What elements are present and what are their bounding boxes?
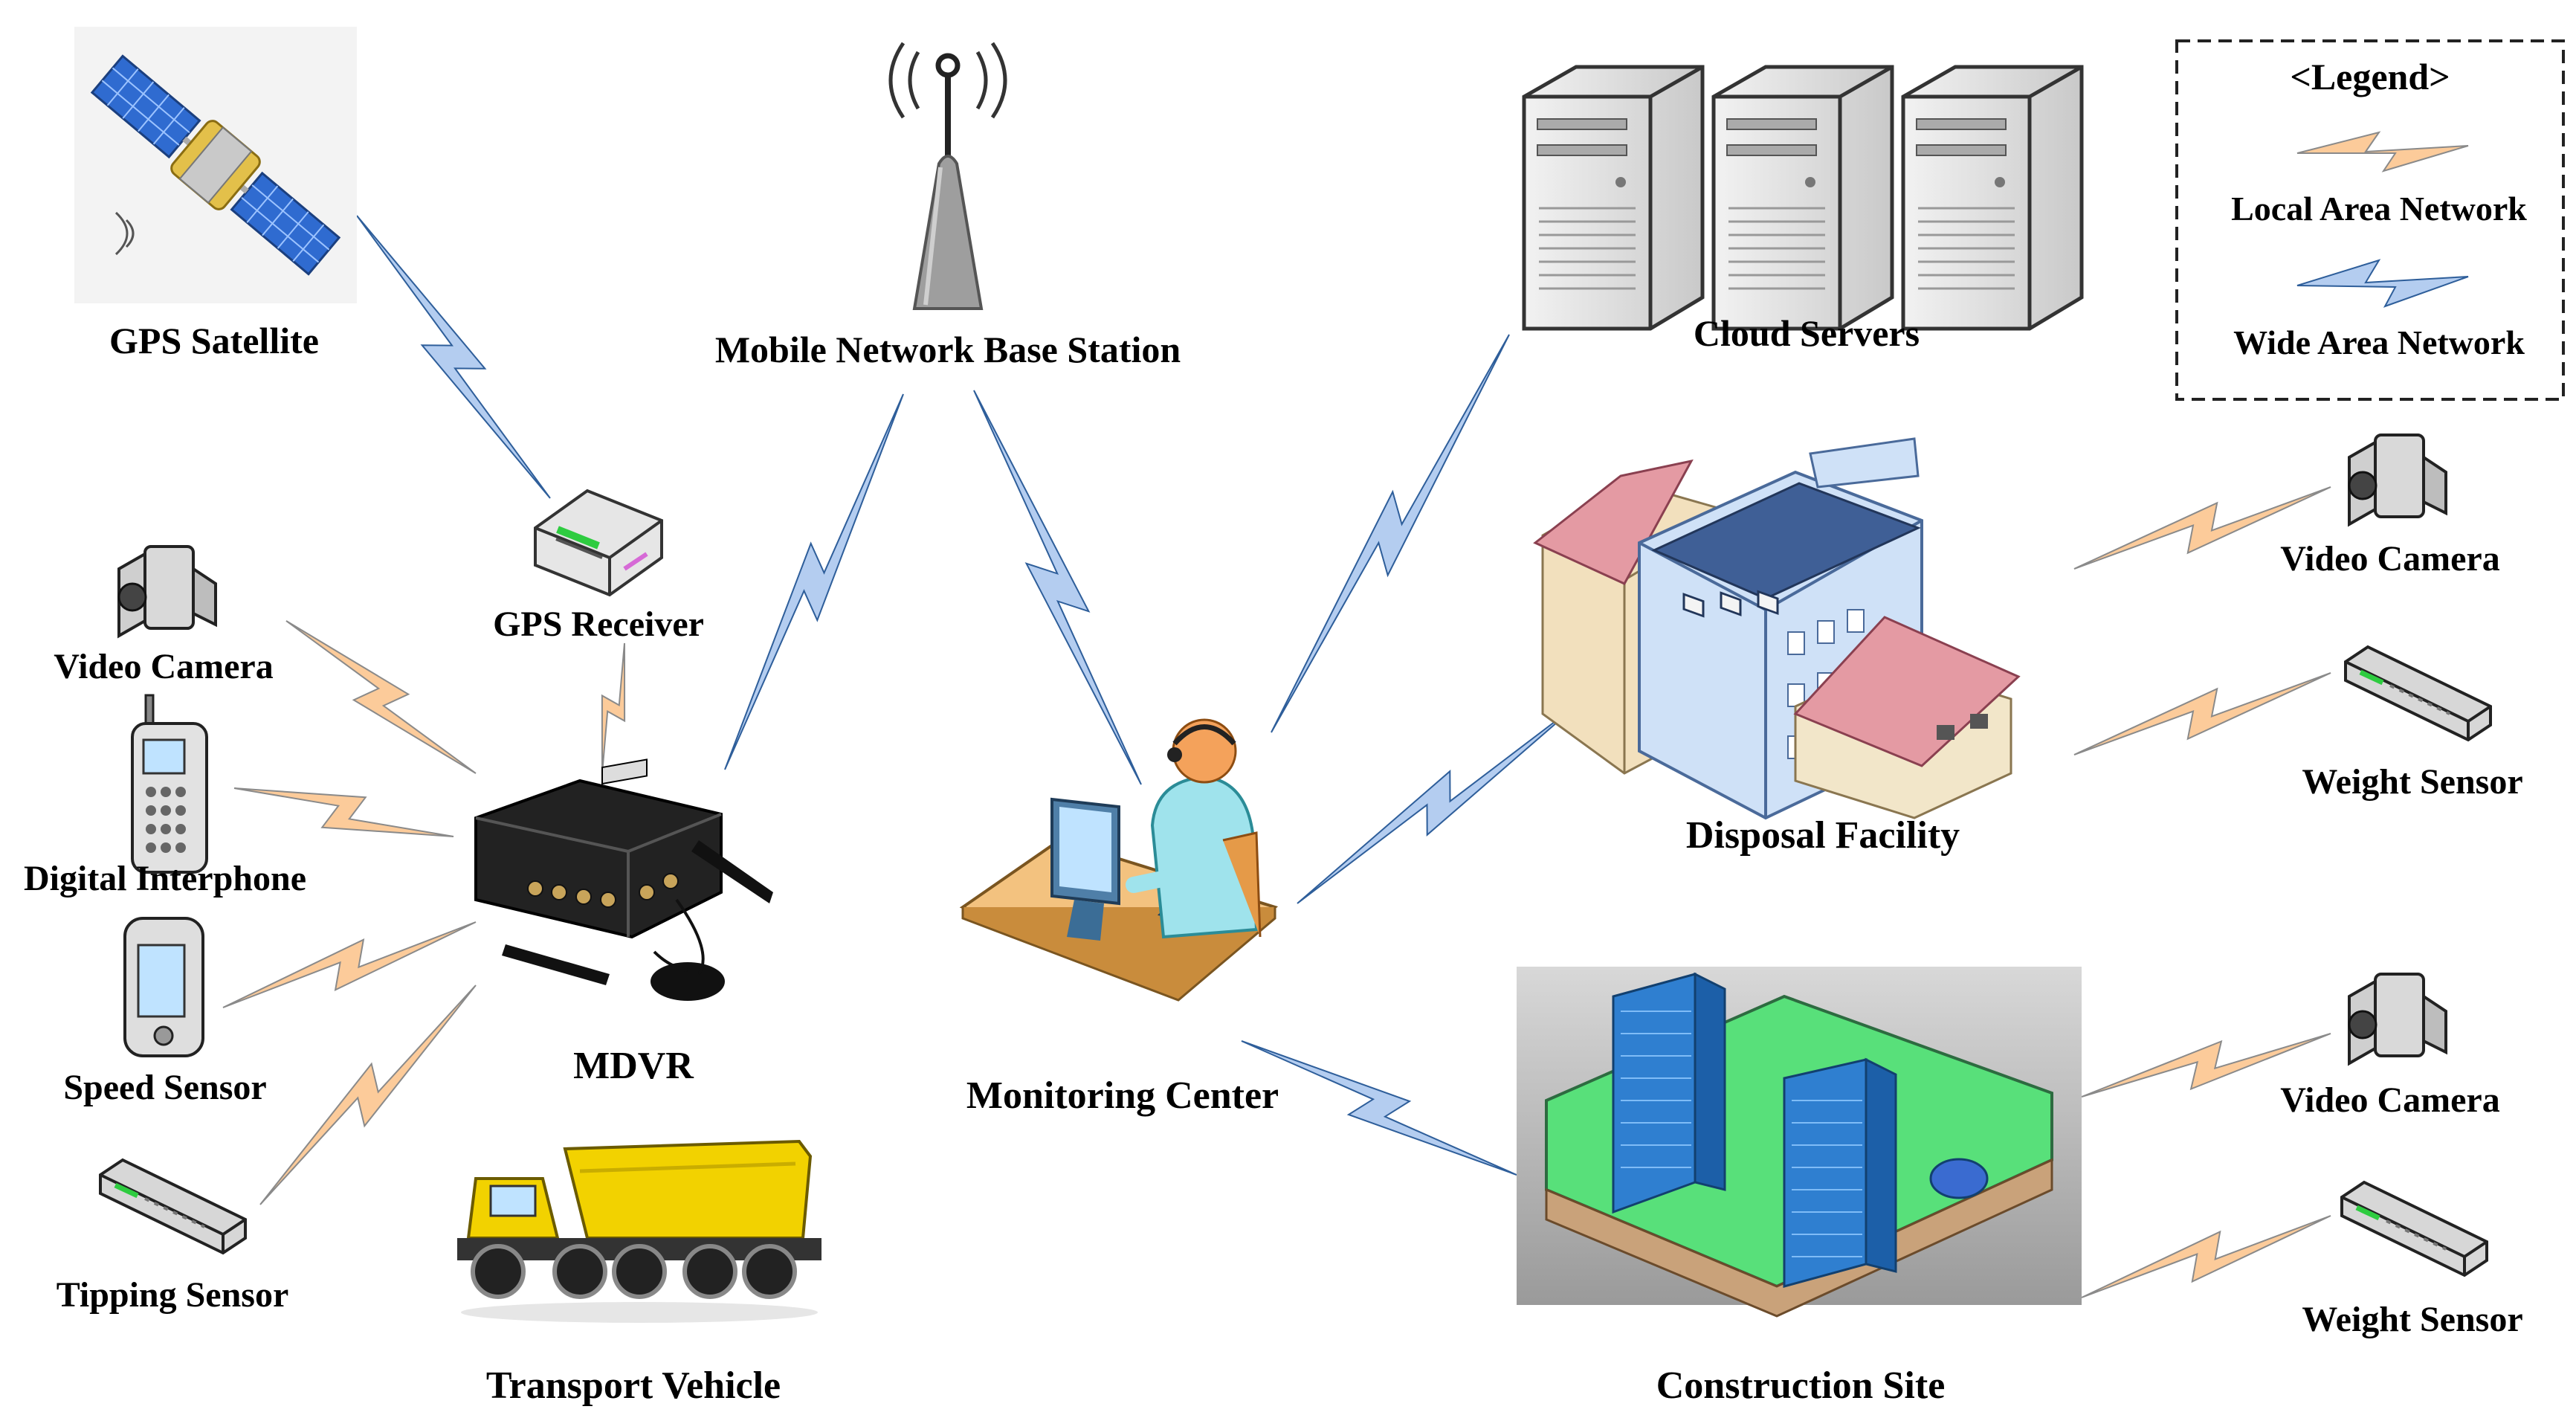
lan-link-interphone-mdvr [233,787,454,837]
construction-site-label: Construction Site [1656,1364,1946,1407]
legend-lan-label: Local Area Network [2231,190,2527,228]
wan-link-basestation-monitoring [973,390,1142,785]
legend-wan-label: Wide Area Network [2233,323,2525,361]
lan-link-speed-mdvr [222,921,477,1008]
wan-link-monitoring-construction [1241,1040,1517,1176]
transport-vehicle-label: Transport Vehicle [486,1364,781,1407]
monitoring-center-icon [959,718,1279,1002]
video-camera-construction-label: Video Camera [2280,1080,2499,1120]
disposal-facility-icon [1533,437,2021,820]
video-camera-construction-icon [2348,973,2447,1066]
disposal-facility-label: Disposal Facility [1686,814,1960,857]
legend-box: <Legend> Local Area Network Wide Area Ne… [2175,39,2565,401]
base-station-label: Mobile Network Base Station [715,329,1181,370]
speed-sensor-label: Speed Sensor [63,1068,266,1107]
digital-interphone-icon [131,694,208,874]
cloud-servers-label: Cloud Servers [1694,312,1920,354]
construction-site-icon [1517,967,2082,1318]
video-camera-disposal-label: Video Camera [2280,539,2499,579]
gps-satellite-icon [74,27,357,303]
dump-truck-icon [457,1139,821,1323]
lan-link-construction-weight [2081,1215,2331,1298]
lan-link-disposal-weight [2073,672,2331,755]
gps-satellite-label: GPS Satellite [109,320,319,361]
weight-sensor-disposal-icon [2344,645,2492,742]
legend-title: <Legend> [2290,56,2450,97]
legend-wan-symbol [2296,259,2469,308]
digital-interphone-label: Digital Interphone [24,859,306,898]
lan-link-construction-camera [2081,1033,2331,1098]
tipping-sensor-icon [99,1158,247,1255]
weight-sensor-disposal-label: Weight Sensor [2302,762,2522,802]
lan-link-tipping-mdvr [259,984,477,1205]
gps-receiver-icon [534,489,663,597]
wan-link-satellite-receiver [356,215,551,499]
monitoring-center-label: Monitoring Center [966,1074,1279,1117]
video-camera-disposal-icon [2348,434,2447,527]
lan-link-receiver-mdvr [601,642,626,774]
gps-receiver-label: GPS Receiver [493,605,704,644]
wan-link-basestation-mdvr [724,393,904,770]
lan-link-disposal-camera [2073,486,2331,570]
weight-sensor-construction-label: Weight Sensor [2302,1300,2522,1339]
lan-link-camera-mdvr [285,620,477,774]
legend-lan-symbol [2296,131,2469,173]
mdvr-icon [474,758,773,1001]
base-station-tower-icon [888,42,1007,310]
video-camera-left-label: Video Camera [54,647,273,686]
wan-link-monitoring-cloud [1271,334,1510,733]
cloud-servers-icon [1522,65,2084,331]
video-camera-icon [117,545,217,639]
weight-sensor-construction-icon [2340,1180,2488,1277]
speed-sensor-icon [123,917,204,1057]
tipping-sensor-label: Tipping Sensor [57,1275,289,1315]
wan-link-monitoring-disposal [1297,702,1581,904]
network-links [222,215,2331,1298]
mdvr-label: MDVR [573,1045,694,1087]
